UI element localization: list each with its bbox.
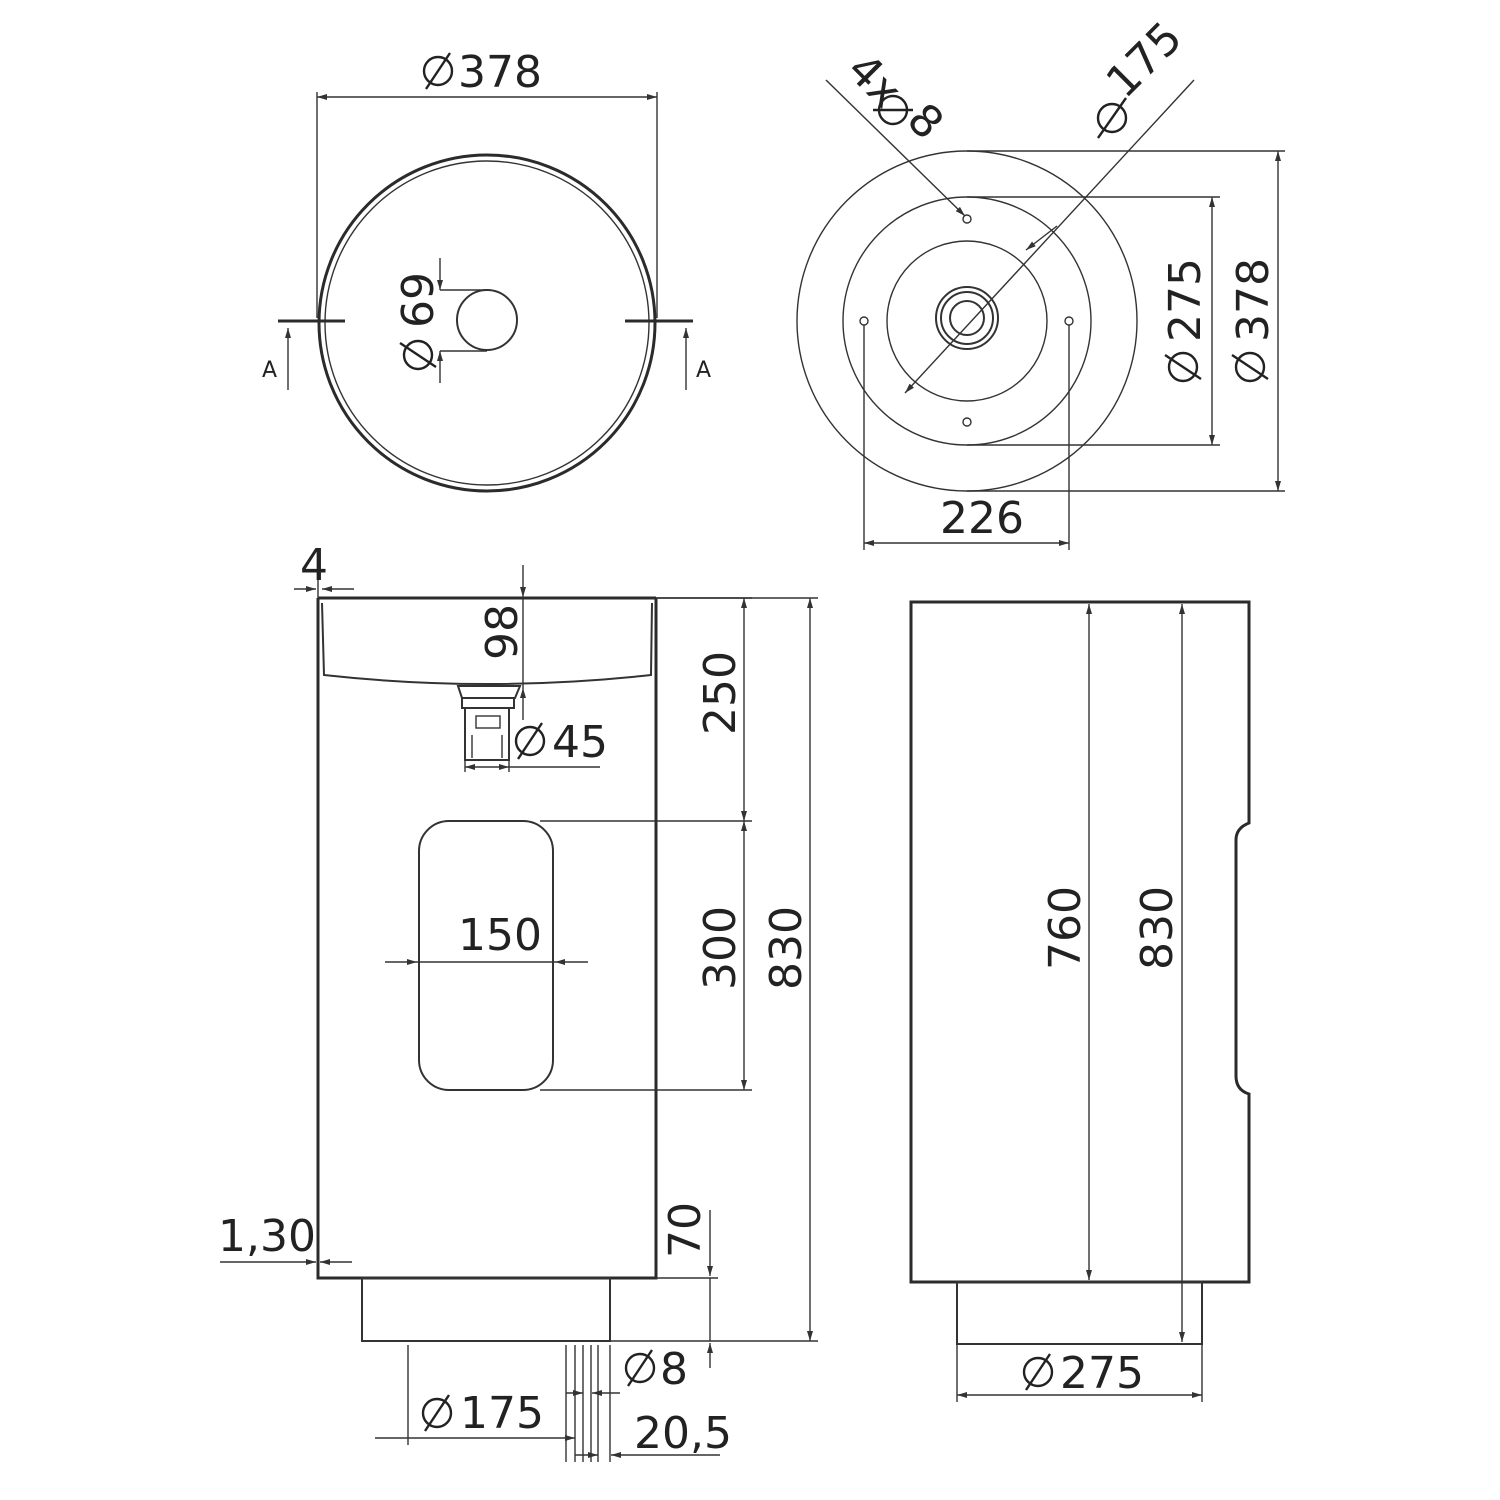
diameter-symbol-icon (1022, 1353, 1054, 1391)
diameter-symbol-icon (1164, 351, 1202, 383)
drain-hole (456, 289, 518, 351)
opening-width-label: 150 (458, 910, 542, 961)
diameter-symbol-icon (399, 339, 437, 371)
leader-line (825, 79, 966, 217)
mount-hole (962, 214, 972, 224)
diameter-symbol-icon (421, 1394, 453, 1432)
drain-assembly (456, 685, 522, 761)
bottom-view: 4x 8 175 275 378 226 (796, 12, 1285, 550)
side-body-height-label: 760 (1040, 886, 1091, 970)
leader-line (904, 79, 1195, 394)
front-total-height-label: 830 (761, 906, 812, 990)
diameter-symbol-icon (1096, 97, 1128, 139)
base-offset-label: 1,30 (218, 1211, 316, 1262)
side-body (909, 600, 1251, 1284)
mount-hole (1064, 316, 1074, 326)
hole-count-label: 4x (837, 44, 911, 118)
top-outer-diameter-label: 378 (458, 47, 542, 98)
diameter-symbol-icon (624, 1349, 656, 1387)
wall-thickness-label: 4 (300, 540, 328, 591)
basin-rim-inner (324, 160, 650, 486)
diameter-symbol-icon (422, 52, 454, 90)
base-hole-diameter-label: 8 (660, 1344, 688, 1395)
bottom-outer-circle (796, 150, 1138, 492)
mount-hole (859, 316, 869, 326)
diameter-symbol-icon (514, 722, 546, 760)
side-base-diameter-label: 275 (1060, 1348, 1144, 1399)
base-diameter-label: 175 (460, 1388, 544, 1439)
upper-height-label: 250 (695, 651, 746, 735)
diameter-symbol-icon (1231, 351, 1269, 383)
hole-spacing-label: 226 (940, 493, 1024, 544)
drain-diameter-label: 69 (393, 272, 444, 328)
side-base-plinth (956, 1281, 1203, 1345)
base-plinth (361, 1277, 611, 1342)
basin-rim-outer (317, 153, 657, 493)
base-edge-label: 20,5 (634, 1408, 732, 1459)
side-total-height-label: 830 (1132, 886, 1183, 970)
drain-pipe-diameter-label: 45 (552, 717, 608, 768)
drain-ring-inner (949, 300, 985, 336)
front-opening (418, 820, 554, 1091)
mount-hole (962, 417, 972, 427)
leader-line (1025, 225, 1058, 251)
inner-diameter-label: 175 (1097, 12, 1192, 107)
section-mark-left: A (262, 358, 277, 383)
drain-ring-outer (935, 286, 999, 350)
bowl-profile (321, 602, 653, 685)
front-section-view: 4 98 45 250 300 150 830 (218, 540, 818, 1462)
base-height-label: 70 (660, 1202, 711, 1258)
diameter-symbol-icon (873, 94, 913, 126)
top-view: 378 69 A A (262, 47, 711, 493)
bowl-depth-label: 98 (477, 604, 528, 660)
bottom-outer-diameter-label: 378 (1228, 258, 1279, 342)
bottom-inner-circle (886, 240, 1048, 402)
drain-ring-mid (940, 291, 994, 345)
opening-height-label: 300 (695, 906, 746, 990)
side-view: 760 830 275 (909, 600, 1251, 1402)
section-mark-right: A (696, 358, 711, 383)
bottom-mid-circle (842, 196, 1092, 446)
mid-diameter-label: 275 (1160, 258, 1211, 342)
